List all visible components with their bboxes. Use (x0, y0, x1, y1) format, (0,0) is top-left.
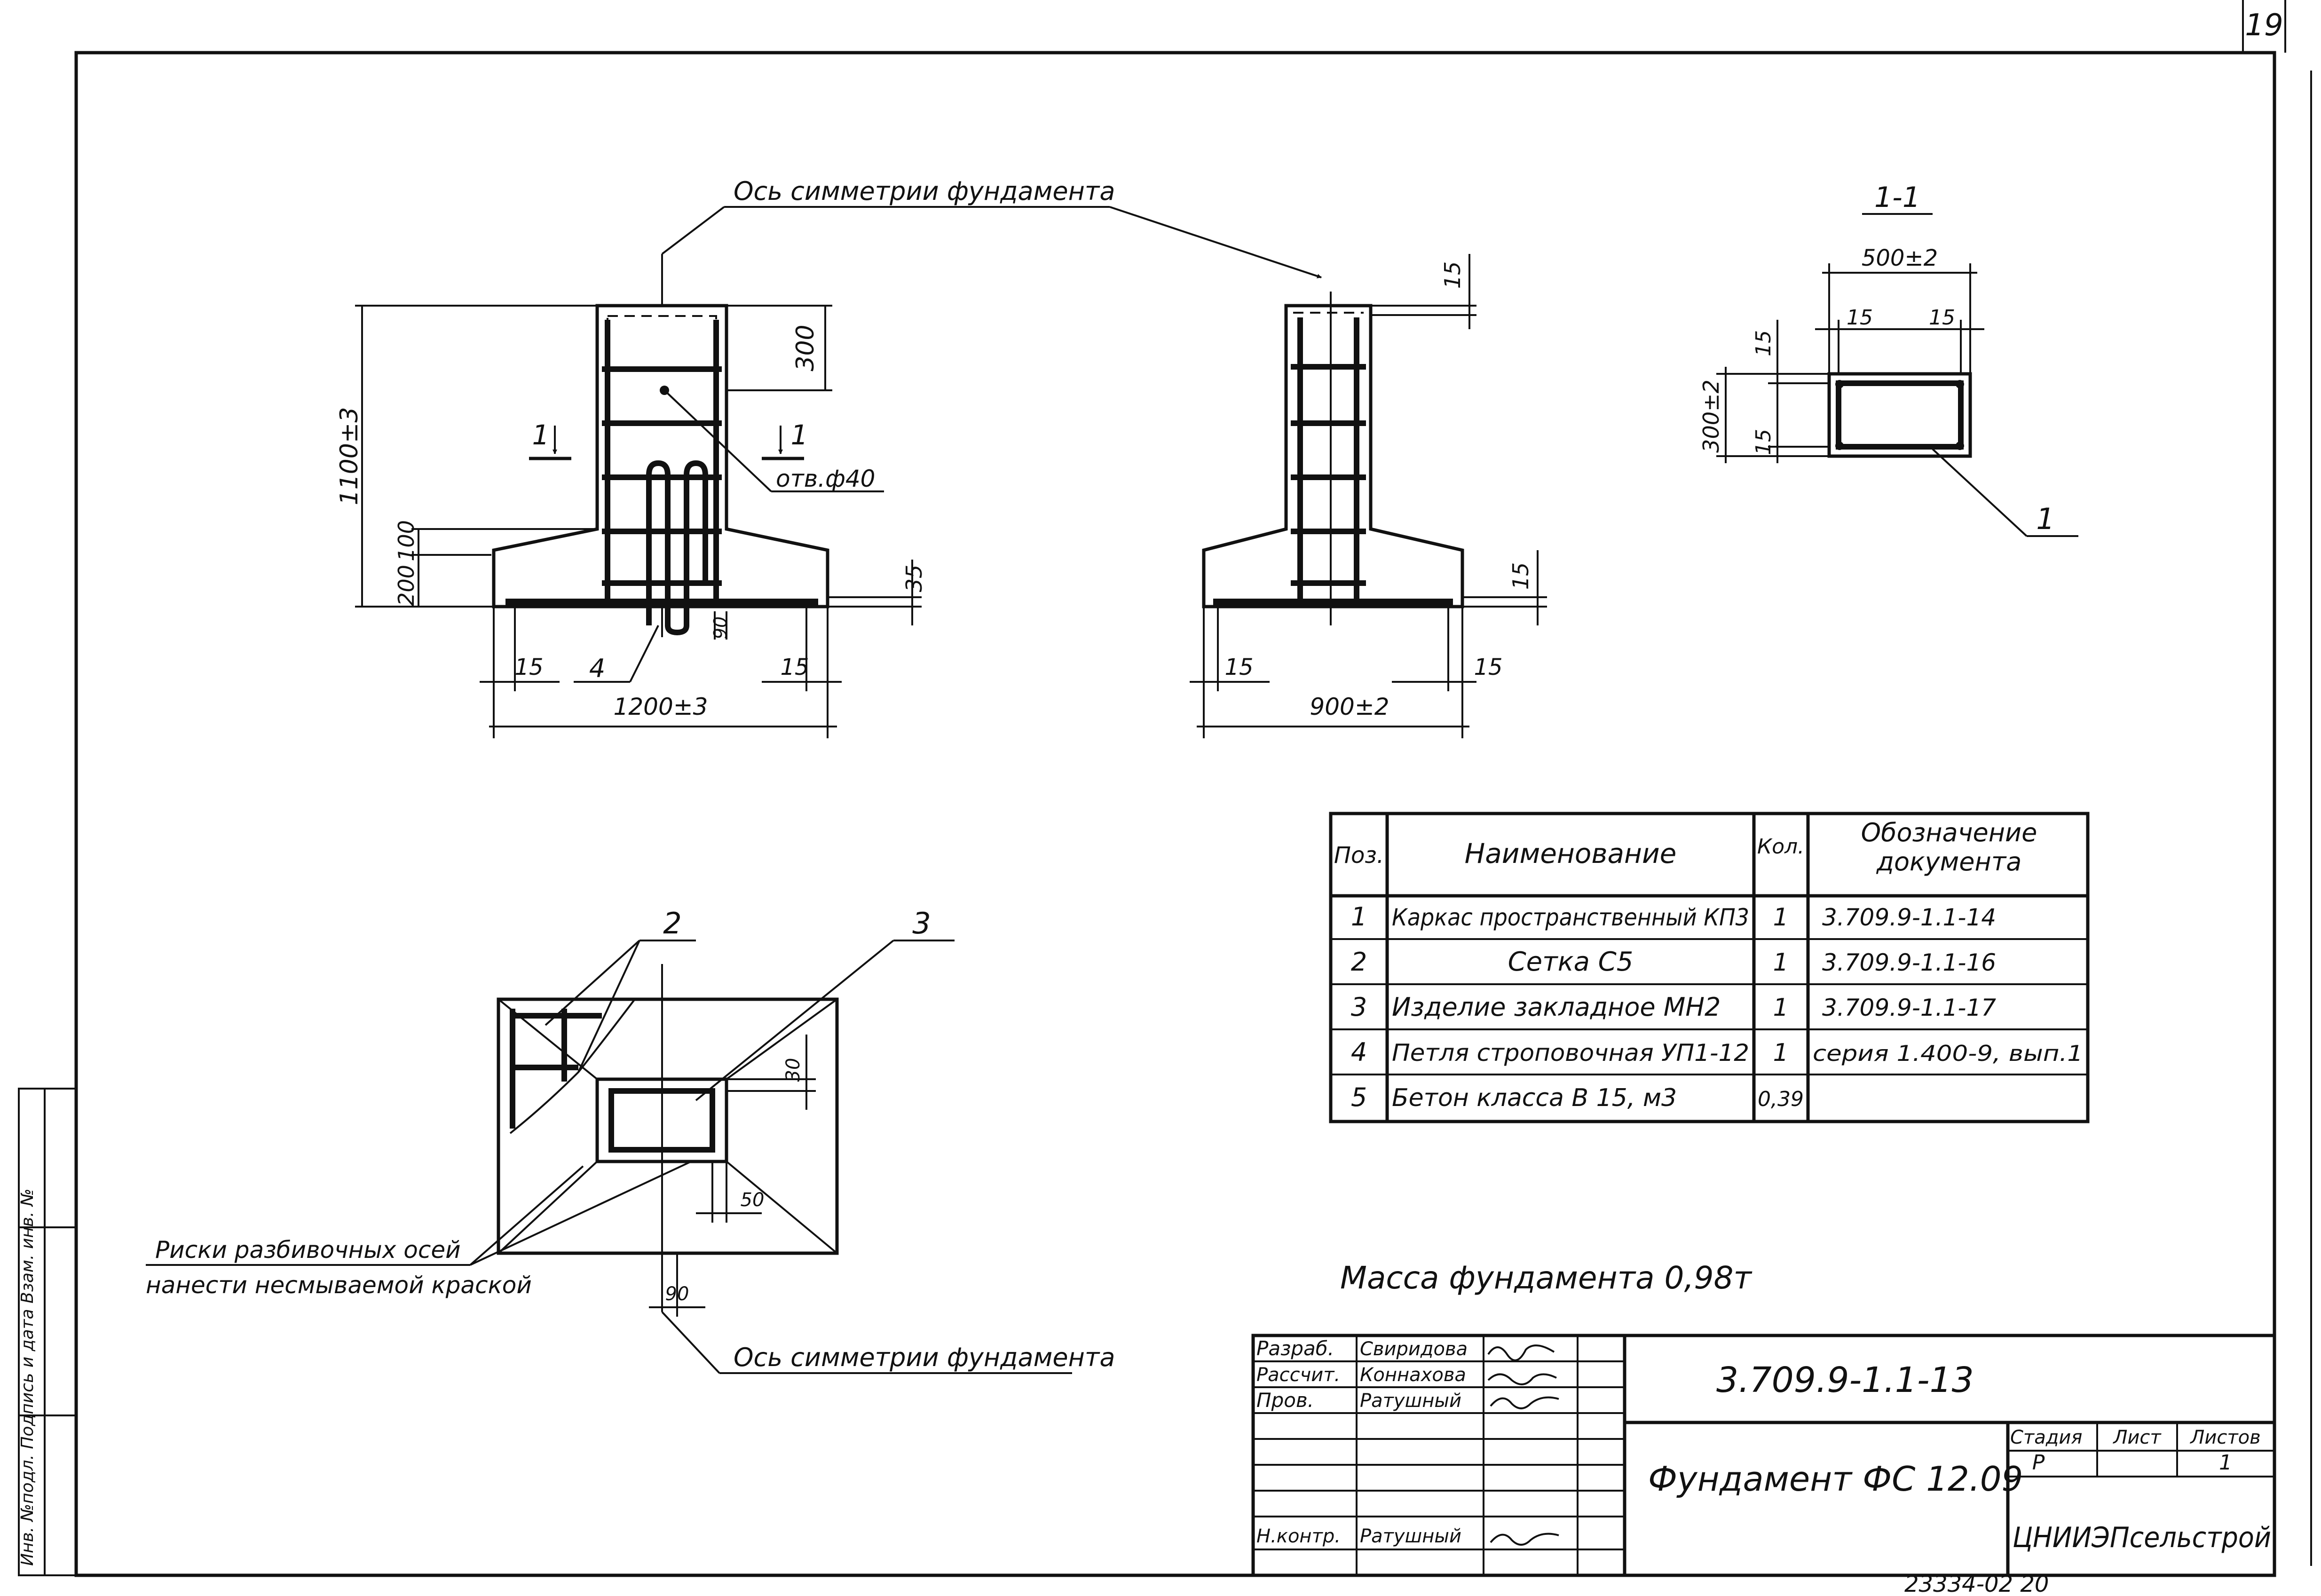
tb-sheets: 1 (2219, 1451, 2232, 1475)
section-1-1 (1716, 213, 2078, 537)
side-top-dim: 15 (1440, 261, 1465, 289)
plan-dim-90: 90 (665, 1283, 689, 1305)
side-bottom-dim: 15 (1508, 562, 1533, 590)
spec-row-4-qty: 1 (1773, 1039, 1788, 1067)
sheet-frame (18, 0, 2312, 1577)
section-edge-right: 15 (1929, 306, 1955, 330)
tb-name-1: Свиридова (1360, 1338, 1468, 1360)
tb-role-1: Разраб. (1256, 1337, 1334, 1360)
title-block (1251, 1334, 2276, 1577)
pos-1-label: 1 (2036, 502, 2054, 536)
mass-note: Масса фундамента 0,98т (1340, 1260, 1753, 1296)
side-width-dim: 900±2 (1310, 693, 1389, 720)
plan-note-line1: Риски разбивочных осей (155, 1236, 461, 1264)
section-top-dim: 15 (1752, 330, 1776, 356)
axis-label-bottom: Ось симметрии фундамента (734, 1343, 1115, 1372)
plan-outline (497, 997, 839, 1255)
front-section-mark-left: 1 (532, 419, 550, 451)
side-edge-left: 15 (1224, 654, 1253, 680)
front-view (355, 254, 922, 738)
left-margin-strip (18, 1088, 77, 1576)
section-cage (1836, 380, 1964, 450)
section-bottom-dim: 15 (1752, 429, 1776, 455)
spec-header-pos: Поз. (1334, 842, 1384, 869)
spec-row-2-pos: 2 (1351, 947, 1367, 977)
hole-label: отв.ф40 (776, 465, 875, 492)
front-top-dim: 300 (791, 324, 820, 371)
spec-row-1-name: Каркас пространственный КП3 (1392, 904, 1749, 931)
section-edge-left: 15 (1847, 306, 1873, 330)
spec-table (1329, 812, 2090, 1123)
section-width-dim: 500±2 (1862, 245, 1938, 271)
spec-row-3-qty: 1 (1773, 994, 1788, 1022)
pos-3-label: 3 (912, 906, 931, 940)
front-edge-right: 15 (780, 654, 809, 680)
tb-name-3: Ратушный (1360, 1390, 1461, 1412)
spec-row-3-doc: 3.709.9-1.1-17 (1822, 994, 1996, 1021)
spec-row-3-pos: 3 (1351, 992, 1367, 1022)
tb-role-2: Рассчит. (1256, 1364, 1340, 1386)
tb-stage-label: Стадия (2010, 1427, 2082, 1448)
side-edge-right: 15 (1474, 654, 1502, 680)
tb-code: 3.709.9-1.1-13 (1716, 1360, 1974, 1400)
front-height-dim: 1100±3 (335, 407, 363, 506)
spec-row-2-qty: 1 (1773, 948, 1788, 977)
spec-row-1-qty: 1 (1773, 903, 1788, 932)
plan-dim-30: 30 (782, 1058, 804, 1082)
front-width-dim: 1200±3 (614, 693, 708, 720)
spec-row-2-doc: 3.709.9-1.1-16 (1822, 949, 1996, 976)
front-dim-35: 35 (901, 565, 927, 593)
tb-stage: Р (2032, 1451, 2045, 1475)
axis-label-top: Ось симметрии фундамента (734, 176, 1115, 206)
tb-name: Фундамент ФС 12.09 (1648, 1459, 2023, 1499)
spec-header-doc-wrap: Обозначение документа (1861, 818, 2037, 877)
page-number: 19 (2245, 8, 2283, 43)
tb-organization: ЦНИИЭПсельстрой (2013, 1521, 2271, 1554)
spec-row-1-doc: 3.709.9-1.1-14 (1822, 904, 1996, 931)
footer-code: 23334-02 20 (1904, 1571, 2049, 1596)
side-view (1190, 254, 1547, 738)
tb-name-2: Коннахова (1360, 1364, 1466, 1386)
front-dim-100: 100 (394, 520, 419, 561)
front-dim-90: 90 (710, 616, 731, 639)
tb-role-3: Пров. (1256, 1389, 1314, 1412)
plan-dim-50: 50 (741, 1189, 765, 1211)
tb-name-4: Ратушный (1360, 1525, 1461, 1547)
tb-sheet-label: Лист (2112, 1427, 2162, 1448)
front-view-outline (492, 304, 829, 608)
spec-row-4-doc: серия 1.400-9, вып.1 (1813, 1041, 2083, 1066)
tb-role-4: Н.контр. (1256, 1525, 1341, 1547)
left-strip-text: Инв. №подл. Подпись и дата Взам. инв. № (18, 1189, 37, 1566)
front-dim-200: 200 (394, 565, 419, 606)
side-view-outline (1202, 304, 1464, 608)
section-height-dim: 300±2 (1698, 379, 1724, 453)
lifting-loop (646, 460, 708, 636)
tb-sheets-label: Листов (2189, 1427, 2260, 1448)
section-title: 1-1 (1874, 181, 1920, 214)
spec-row-5-qty: 0,39 (1758, 1087, 1804, 1111)
plan-view (146, 940, 1072, 1374)
spec-row-3-name: Изделие закладное МН2 (1392, 992, 1721, 1022)
pos-2-label: 2 (663, 906, 681, 940)
spec-row-2-name: Сетка С5 (1508, 947, 1634, 977)
front-section-mark-right: 1 (791, 419, 808, 451)
signatures (1487, 1344, 1559, 1546)
spec-row-4-name: Петля строповочная УП1-12 (1392, 1039, 1749, 1067)
spec-row-5-pos: 5 (1351, 1082, 1367, 1112)
pos-4-label: 4 (589, 654, 605, 683)
spec-row-5-name: Бетон класса В 15, м3 (1392, 1084, 1677, 1112)
section-outline (1827, 372, 1972, 458)
spec-header-doc: Обозначение документа (1861, 818, 2037, 877)
spec-header-name: Наименование (1465, 838, 1677, 869)
spec-row-4-pos: 4 (1351, 1037, 1367, 1067)
plan-note-line2: нанести несмываемой краской (146, 1272, 532, 1299)
spec-header-qty: Кол. (1757, 835, 1804, 859)
spec-row-1-pos: 1 (1351, 902, 1367, 932)
front-edge-left: 15 (514, 654, 543, 680)
